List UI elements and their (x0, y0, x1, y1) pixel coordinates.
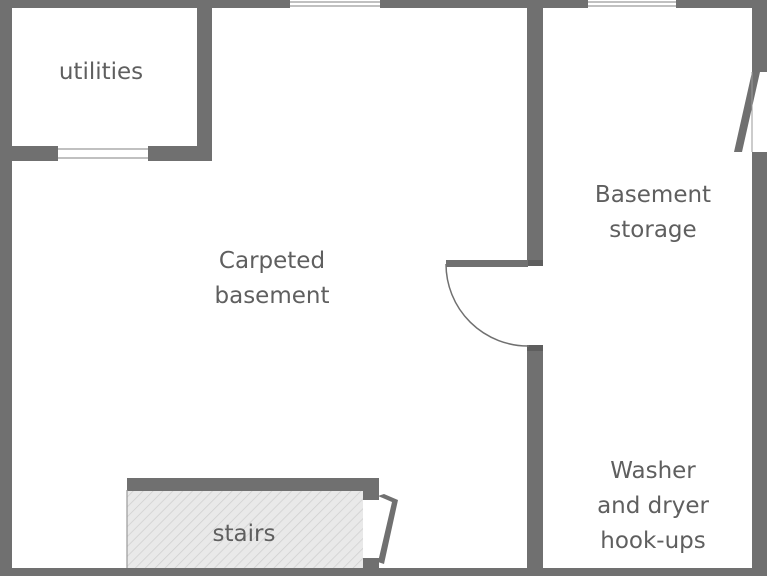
storage-exterior-door[interactable] (734, 72, 760, 152)
stairs-top-wall (127, 478, 379, 491)
washer-dryer-label-line-3: hook-ups (600, 528, 706, 554)
basement-storage-label-line-2: storage (609, 217, 697, 243)
utilities-label-line: utilities (58, 59, 144, 85)
right-wall-lower (752, 152, 767, 576)
utilities-bottom-wall-left (0, 146, 58, 161)
room-label-washer-dryer: Washer and dryer hook-ups (597, 454, 709, 559)
utilities-bottom-wall-right (148, 146, 212, 161)
bottom-wall (0, 568, 767, 576)
left-wall (0, 0, 12, 576)
washer-dryer-label-line-1: Washer (610, 458, 696, 484)
stairs-right-post (363, 478, 379, 500)
middle-wall-upper (527, 0, 543, 266)
top-wall-middle (380, 0, 588, 8)
room-label-utilities: utilities (59, 55, 143, 90)
middle-wall-lower (527, 345, 543, 576)
washer-dryer-label-line-2: and dryer (597, 493, 709, 519)
right-wall-upper (752, 0, 767, 72)
windows (290, 1, 676, 7)
storage-door-leaf[interactable] (734, 72, 760, 152)
stairs-fill (127, 490, 363, 568)
room-label-basement-storage: Basement storage (595, 178, 711, 248)
stairs-label-line: stairs (212, 521, 276, 547)
top-wall-right (676, 0, 767, 8)
utilities-right-wall (197, 0, 212, 161)
stairs-door-leaf[interactable] (378, 494, 398, 564)
middle-wall (527, 0, 543, 576)
basement-storage-label-line-1: Basement (594, 182, 712, 208)
room-label-carpeted-basement: Carpeted basement (215, 244, 330, 314)
top-wall-left (0, 0, 290, 8)
stairs-block (126, 478, 379, 576)
stairs-door[interactable] (378, 494, 398, 564)
carpeted-basement-label-line-1: Carpeted (218, 248, 326, 274)
middle-door-swing (445, 263, 530, 347)
middle-door[interactable] (445, 260, 530, 347)
utilities-walls (0, 0, 212, 161)
utilities-doorway (58, 148, 148, 159)
room-label-stairs: stairs (213, 517, 276, 552)
middle-door-leaf[interactable] (446, 260, 528, 267)
carpeted-basement-label-line-2: basement (214, 283, 330, 309)
